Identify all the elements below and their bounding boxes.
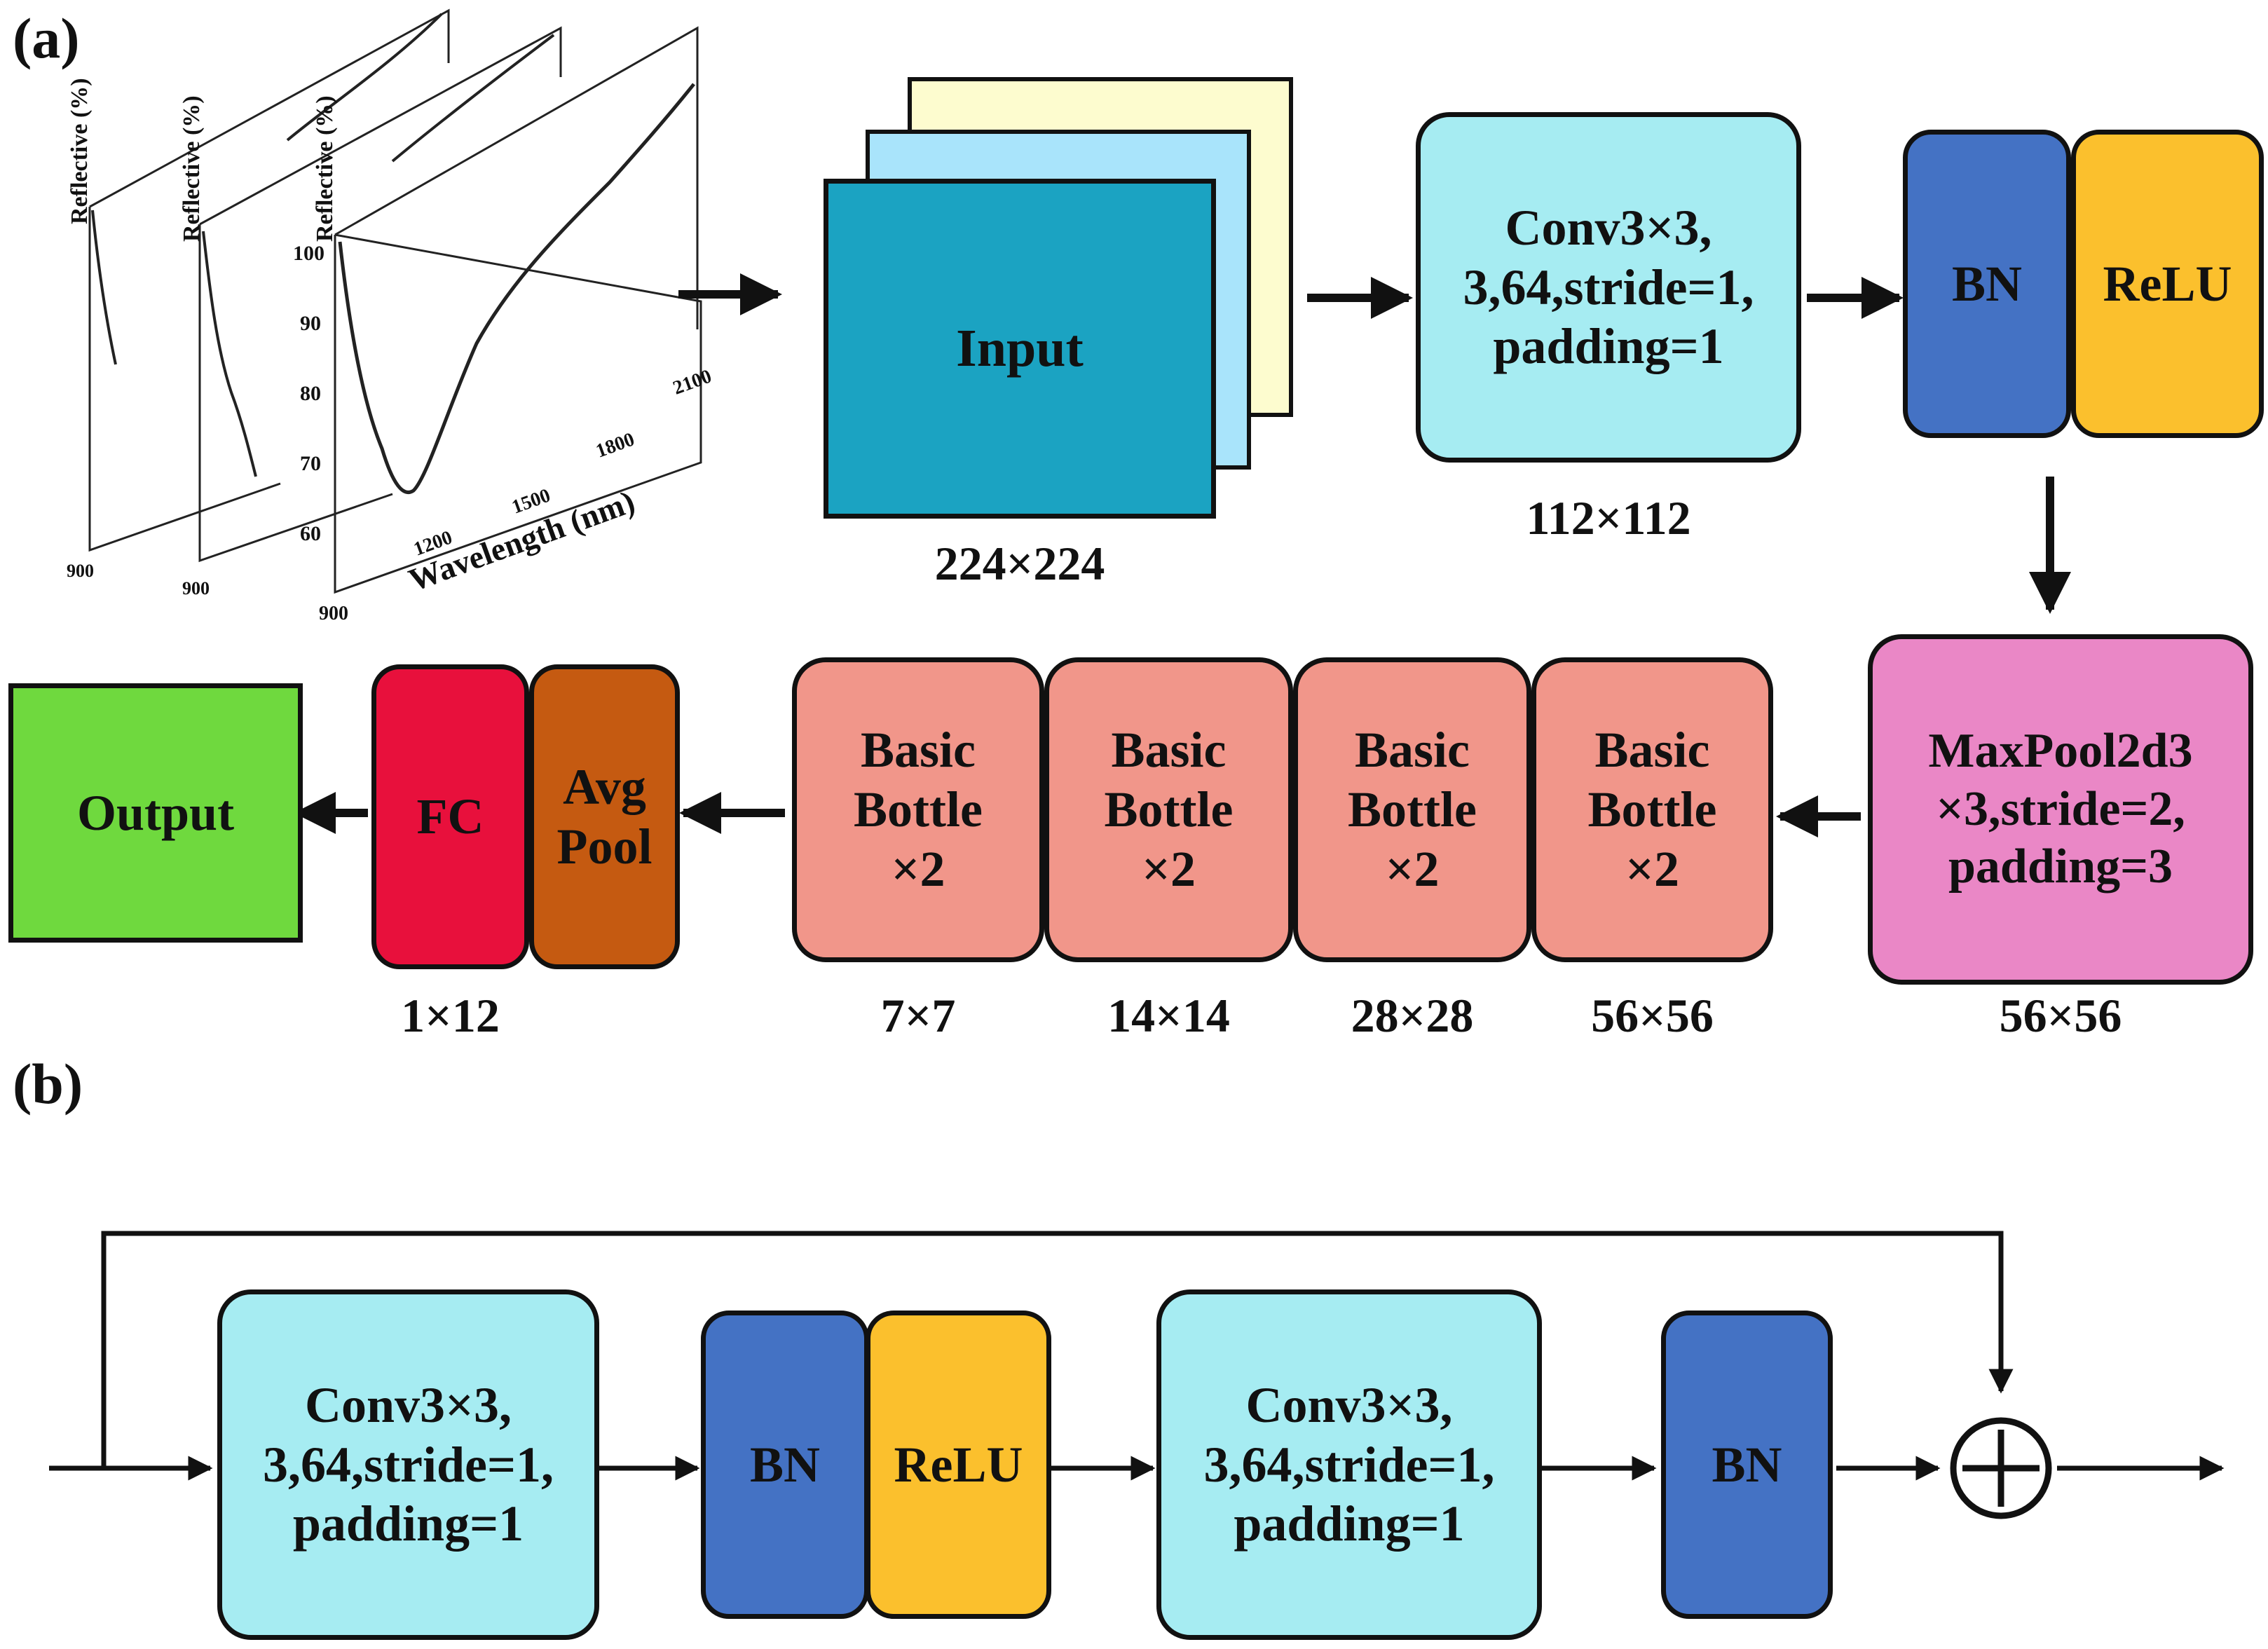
input-size: 224×224: [934, 537, 1105, 590]
skip-connection-arrow: [101, 1231, 2014, 1468]
spectra-y-label-3: Reflective (%): [312, 95, 338, 242]
output-label: Output: [76, 784, 235, 841]
block-line2: Bottle: [1587, 781, 1717, 838]
maxpool-line1: MaxPool2d3: [1928, 724, 2193, 779]
panel-label-b: (b): [13, 1052, 83, 1116]
conv-a-line2: 3,64,stride=1,: [263, 1436, 554, 1493]
spectra-plot: [88, 8, 702, 594]
spectra-axes-3: [334, 233, 702, 594]
fc-box: FC: [371, 664, 529, 969]
relu-box-top: ReLU: [2071, 130, 2264, 438]
block-line3: ×2: [1141, 840, 1196, 897]
conv-b-line1: Conv3×3,: [1245, 1376, 1453, 1433]
block-size-3: 28×28: [1351, 989, 1474, 1042]
fc-size: 1×12: [401, 989, 500, 1042]
output-box: Output: [8, 683, 303, 943]
spectra-axes-2: [198, 224, 393, 563]
block-line2: Bottle: [854, 781, 983, 838]
bn-box-top: BN: [1903, 130, 2071, 438]
bn-box-bottom-1: BN: [701, 1311, 869, 1619]
avgpool-line2: Pool: [556, 818, 653, 875]
block-size-4: 56×56: [1591, 989, 1714, 1042]
maxpool-box: MaxPool2d3 ×3,stride=2, padding=3: [1868, 634, 2253, 985]
spectra-y-tick: 90: [300, 312, 321, 335]
basic-bottle-block-2: Basic Bottle ×2: [1044, 657, 1293, 962]
conv-a-line1: Conv3×3,: [304, 1376, 512, 1433]
conv1-size: 112×112: [1526, 491, 1691, 545]
input-box: Input: [824, 179, 1216, 519]
block-line3: ×2: [891, 840, 945, 897]
spectra-y-tick: 60: [300, 522, 321, 545]
block-line1: Basic: [860, 722, 976, 779]
spectra-curve-2b: [391, 34, 555, 163]
conv-b-line3: padding=1: [1234, 1496, 1465, 1552]
conv1-line1: Conv3×3,: [1505, 199, 1712, 256]
avgpool-line1: Avg: [563, 758, 646, 815]
conv1-box: Conv3×3, 3,64,stride=1, padding=1: [1416, 112, 1801, 463]
block-line3: ×2: [1385, 840, 1440, 897]
conv-a-line3: padding=1: [292, 1496, 524, 1552]
spectra-frame-3: [334, 26, 699, 329]
block-line3: ×2: [1625, 840, 1680, 897]
bn-label-top: BN: [1951, 255, 2023, 312]
block-size-1: 7×7: [880, 989, 956, 1042]
input-label: Input: [956, 318, 1084, 378]
conv-b-line2: 3,64,stride=1,: [1203, 1436, 1495, 1493]
spectra-x-tick-short: 900: [182, 578, 210, 598]
block-size-2: 14×14: [1107, 989, 1230, 1042]
spectra-curve-2: [202, 231, 257, 477]
spectra-axes-1: [88, 207, 281, 552]
relu-label-bottom: ReLU: [894, 1436, 1023, 1493]
spectra-y-label-1: Reflective (%): [67, 78, 93, 224]
spectra-y-tick: 70: [300, 452, 321, 475]
spectra-curve-1b: [286, 13, 443, 142]
block-line1: Basic: [1111, 722, 1227, 779]
spectra-frame-2: [199, 26, 562, 226]
block-line1: Basic: [1354, 722, 1470, 779]
maxpool-line2: ×3,stride=2,: [1936, 781, 2185, 836]
bn-label-bottom-2: BN: [1712, 1436, 1782, 1493]
basic-bottle-block-3: Basic Bottle ×2: [1293, 657, 1531, 962]
conv-a-box: Conv3×3, 3,64,stride=1, padding=1: [217, 1289, 599, 1640]
block-line2: Bottle: [1348, 781, 1477, 838]
maxpool-size: 56×56: [1999, 989, 2122, 1042]
maxpool-line3: padding=3: [1948, 840, 2173, 894]
block-line2: Bottle: [1104, 781, 1234, 838]
relu-box-bottom: ReLU: [866, 1311, 1051, 1619]
spectra-y-tick: 100: [293, 242, 325, 265]
spectra-y-label-2: Reflective (%): [179, 95, 205, 242]
spectra-y-tick: 80: [300, 382, 321, 405]
relu-label-top: ReLU: [2103, 255, 2232, 312]
fc-label: FC: [416, 788, 484, 845]
spectra-x-tick: 900: [319, 603, 348, 624]
block-line1: Basic: [1594, 722, 1710, 779]
bn-label-bottom-1: BN: [749, 1436, 821, 1493]
basic-bottle-block-1: Basic Bottle ×2: [792, 657, 1044, 962]
conv-b-box: Conv3×3, 3,64,stride=1, padding=1: [1156, 1289, 1542, 1640]
spectra-curve-1: [91, 210, 117, 365]
conv1-line3: padding=1: [1493, 318, 1724, 375]
bn-box-bottom-2: BN: [1661, 1311, 1833, 1619]
spectra-curve-3: [338, 83, 695, 494]
panel-label-a: (a): [13, 6, 80, 70]
basic-bottle-block-4: Basic Bottle ×2: [1531, 657, 1773, 962]
spectra-x-tick-short: 900: [67, 561, 94, 581]
spectra-frame-1: [89, 8, 450, 208]
conv1-line2: 3,64,stride=1,: [1463, 259, 1754, 315]
avgpool-box: Avg Pool: [529, 664, 680, 969]
